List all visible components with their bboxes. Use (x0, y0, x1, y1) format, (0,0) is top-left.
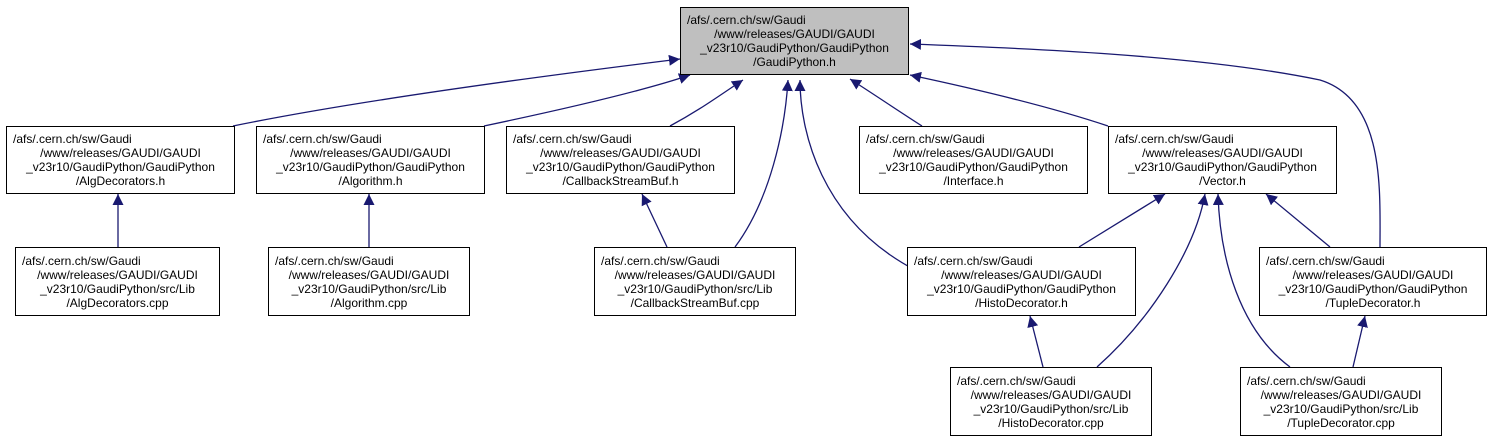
node-line: _v23r10/GaudiPython/GaudiPython (26, 160, 215, 174)
edge-callbackstreambuf-cpp-to-root (734, 79, 793, 248)
node-line: /www/releases/GAUDI/GAUDI (1292, 267, 1454, 282)
node-line: /www/releases/GAUDI/GAUDI (40, 146, 201, 160)
edge-callbackstreambuf-cpp-to-callbackstreambuf-h (641, 193, 668, 248)
node-histodecorator-cpp[interactable]: /afs/.cern.ch/sw/Gaudi /www/releases/GAU… (950, 367, 1152, 436)
edge-histodecorator-h-to-root (794, 79, 916, 271)
node-line: /afs/.cern.ch/sw/Gaudi (513, 132, 632, 146)
node-interface-h[interactable]: /afs/.cern.ch/sw/Gaudi /www/releases/GAU… (859, 126, 1088, 194)
node-tupledecorator-h[interactable]: /afs/.cern.ch/sw/Gaudi /www/releases/GAU… (1259, 247, 1487, 316)
node-gaudipython-h: /afs/.cern.ch/sw/Gaudi /www/releases/GAU… (680, 7, 909, 75)
node-line: /afs/.cern.ch/sw/Gaudi (1247, 373, 1366, 388)
node-line: /afs/.cern.ch/sw/Gaudi (957, 373, 1076, 388)
node-line: /afs/.cern.ch/sw/Gaudi (687, 13, 806, 27)
edge-tupledecorator-h-to-root (909, 38, 1381, 248)
node-line: /afs/.cern.ch/sw/Gaudi (263, 132, 382, 146)
node-line: /www/releases/GAUDI/GAUDI (614, 267, 776, 282)
edge-algdecorators-h-to-root (232, 54, 681, 127)
edge-tupledecorator-cpp-to-vector-h (1212, 193, 1291, 368)
node-line: /afs/.cern.ch/sw/Gaudi (601, 253, 720, 268)
node-line: _v23r10/GaudiPython/GaudiPython (526, 160, 715, 174)
node-line: /www/releases/GAUDI/GAUDI (714, 27, 875, 41)
node-line: /AlgDecorators.h (75, 174, 166, 188)
edge-histodecorator-h-to-vector-h (1078, 193, 1166, 248)
edge-algorithm-h-to-root (483, 73, 691, 127)
node-line: /Interface.h (943, 174, 1004, 188)
node-line: /Algorithm.h (338, 174, 403, 188)
node-line: _v23r10/GaudiPython/GaudiPython (1128, 160, 1317, 174)
node-line: /Vector.h (1199, 174, 1246, 188)
edge-histodecorator-cpp-to-histodecorator-h (1027, 315, 1044, 368)
node-algorithm-cpp[interactable]: /afs/.cern.ch/sw/Gaudi /www/releases/GAU… (268, 247, 470, 316)
node-line: /www/releases/GAUDI/GAUDI (37, 267, 198, 282)
node-algdecorators-h[interactable]: /afs/.cern.ch/sw/Gaudi /www/releases/GAU… (6, 126, 235, 194)
node-line: /www/releases/GAUDI/GAUDI (1142, 146, 1303, 160)
node-line: _v23r10/GaudiPython/GaudiPython (1278, 281, 1468, 296)
node-line: /afs/.cern.ch/sw/Gaudi (275, 253, 394, 268)
edge-tupledecorator-cpp-to-tupledecorator-h (1352, 315, 1368, 368)
node-vector-h[interactable]: /afs/.cern.ch/sw/Gaudi /www/releases/GAU… (1108, 126, 1337, 194)
node-line: /afs/.cern.ch/sw/Gaudi (914, 253, 1033, 268)
node-line: /www/releases/GAUDI/GAUDI (893, 146, 1054, 160)
node-callbackstreambuf-cpp[interactable]: /afs/.cern.ch/sw/Gaudi /www/releases/GAU… (594, 247, 796, 316)
node-line: /afs/.cern.ch/sw/Gaudi (866, 132, 985, 146)
node-line: /AlgDecorators.cpp (66, 295, 169, 310)
node-line: /HistoDecorator.cpp (998, 415, 1104, 430)
node-line: _v23r10/GaudiPython/src/Lib (40, 281, 195, 296)
node-line: /www/releases/GAUDI/GAUDI (941, 267, 1102, 282)
node-line: _v23r10/GaudiPython/src/Lib (973, 401, 1129, 416)
node-line: _v23r10/GaudiPython/GaudiPython (927, 281, 1116, 296)
node-line: /afs/.cern.ch/sw/Gaudi (13, 132, 132, 146)
node-line: /TupleDecorator.cpp (1287, 415, 1395, 430)
node-line: /www/releases/GAUDI/GAUDI (540, 146, 701, 160)
node-line: _v23r10/GaudiPython/GaudiPython (700, 41, 889, 55)
node-line: /GaudiPython.h (753, 55, 836, 69)
node-line: /afs/.cern.ch/sw/Gaudi (1115, 132, 1234, 146)
node-line: _v23r10/GaudiPython/GaudiPython (879, 160, 1068, 174)
node-line: _v23r10/GaudiPython/src/Lib (617, 281, 773, 296)
node-line: /www/releases/GAUDI/GAUDI (1260, 387, 1422, 402)
edge-callbackstreambuf-h-to-root (669, 79, 744, 127)
node-algdecorators-cpp[interactable]: /afs/.cern.ch/sw/Gaudi /www/releases/GAU… (15, 247, 220, 316)
edge-histodecorator-cpp-to-vector-h (1096, 193, 1209, 368)
node-line: _v23r10/GaudiPython/src/Lib (1263, 401, 1419, 416)
node-line: /afs/.cern.ch/sw/Gaudi (22, 253, 141, 268)
node-tupledecorator-cpp[interactable]: /afs/.cern.ch/sw/Gaudi /www/releases/GAU… (1240, 367, 1442, 436)
edge-vector-h-to-root (909, 71, 1109, 127)
node-line: /CallbackStreamBuf.h (562, 174, 679, 188)
node-line: _v23r10/GaudiPython/GaudiPython (276, 160, 465, 174)
node-line: /www/releases/GAUDI/GAUDI (970, 387, 1132, 402)
node-algorithm-h[interactable]: /afs/.cern.ch/sw/Gaudi /www/releases/GAU… (256, 126, 485, 194)
node-line: /www/releases/GAUDI/GAUDI (288, 267, 450, 282)
node-callbackstreambuf-h[interactable]: /afs/.cern.ch/sw/Gaudi /www/releases/GAU… (506, 126, 735, 194)
node-line: /www/releases/GAUDI/GAUDI (290, 146, 451, 160)
edge-tupledecorator-h-to-vector-h (1265, 193, 1331, 248)
node-line: /TupleDecorator.h (1325, 295, 1421, 310)
node-line: /CallbackStreamBuf.cpp (630, 295, 760, 310)
edge-interface-h-to-root (849, 78, 923, 127)
node-line: _v23r10/GaudiPython/src/Lib (291, 281, 447, 296)
node-line: /HistoDecorator.h (975, 295, 1068, 310)
node-line: /afs/.cern.ch/sw/Gaudi (1266, 253, 1385, 268)
node-histodecorator-h[interactable]: /afs/.cern.ch/sw/Gaudi /www/releases/GAU… (907, 247, 1136, 316)
node-line: /Algorithm.cpp (330, 295, 408, 310)
